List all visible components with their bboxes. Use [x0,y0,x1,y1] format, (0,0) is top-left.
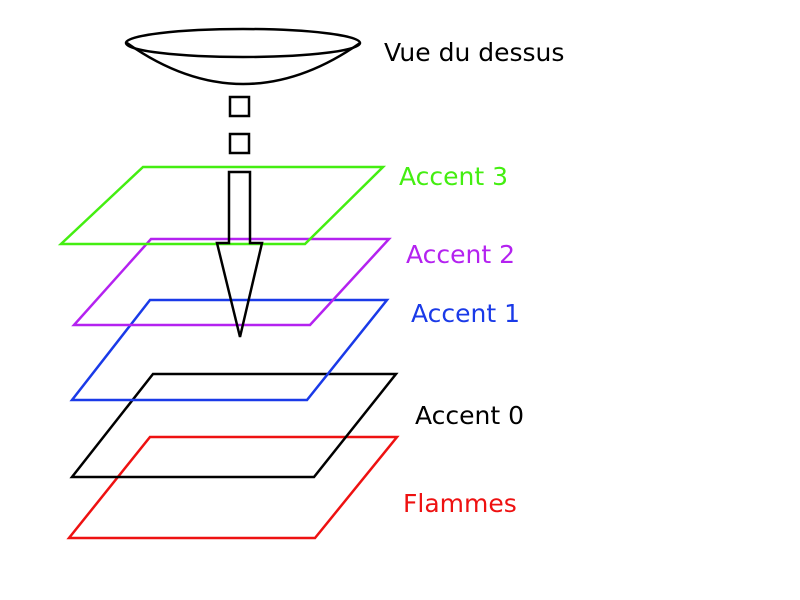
accent-0-label: Accent 0 [415,401,525,430]
lens-icon [124,27,362,86]
accent-3-plane [57,165,387,246]
accent-3-label: Accent 3 [399,162,509,191]
accent-2-plane [71,237,392,327]
sight-square [228,132,251,155]
accent-1-label: Accent 1 [411,299,521,328]
sight-square [228,95,251,118]
flammes-plane [66,435,400,540]
accent-0-plane [69,372,399,479]
view-label: Vue du dessus [384,38,565,67]
down-arrow-icon [215,170,264,338]
accent-2-label: Accent 2 [406,240,516,269]
flammes-label: Flammes [403,489,517,518]
accent-1-plane [69,298,390,402]
